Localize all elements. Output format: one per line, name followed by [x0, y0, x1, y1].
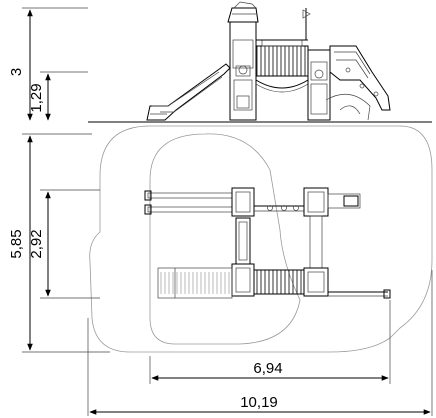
dim-elevation-platform-height: 1,29: [28, 83, 45, 112]
dim-plan-structure-width: 6,94: [253, 360, 282, 377]
left-tower: [227, 1, 259, 121]
dimension-lines: [22, 7, 433, 416]
climber-plan: [327, 193, 361, 209]
dim-plan-structure-depth: 2,92: [28, 229, 45, 258]
safety-area-outer: [89, 125, 433, 353]
dim-plan-total-width: 10,19: [240, 394, 278, 411]
climbing-wall: [325, 45, 391, 121]
dim-plan-total-depth: 5,85: [8, 229, 25, 258]
flag: [302, 8, 311, 40]
bridge: [255, 39, 309, 93]
right-tower: [307, 49, 331, 121]
monkey-bars: [144, 190, 233, 215]
right-tower-plan: [303, 187, 329, 297]
dim-elevation-total-height: 3: [8, 68, 25, 76]
slide: [146, 63, 231, 121]
slide-plan: [157, 267, 233, 299]
left-tower-plan: [231, 187, 255, 297]
plan-view: [89, 125, 433, 353]
elevation-view: [88, 1, 432, 123]
top-rail: [254, 205, 304, 212]
lower-bar: [328, 289, 391, 299]
safety-area-inner: [149, 133, 301, 345]
bridge-plan: [253, 269, 305, 295]
